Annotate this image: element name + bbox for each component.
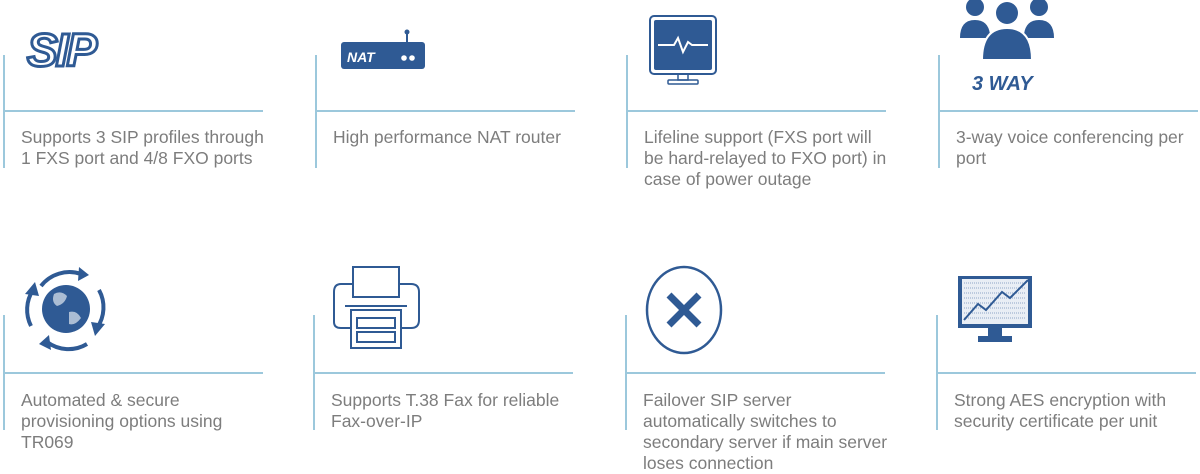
divider-horizontal (313, 372, 573, 374)
svg-text:3 WAY: 3 WAY (972, 73, 1034, 95)
divider-horizontal (938, 110, 1198, 112)
encryption-monitor-icon (958, 276, 1032, 342)
divider-horizontal (626, 110, 886, 112)
divider-horizontal (936, 372, 1196, 374)
feature-sip-profiles: SIP Supports 3 SIP profiles through 1 FX… (3, 0, 265, 230)
feature-description: Automated & secure provisioning options … (21, 390, 223, 452)
divider-horizontal (315, 110, 575, 112)
divider-horizontal (625, 372, 885, 374)
feature-t38-fax: Supports T.38 Fax for reliable Fax-over-… (313, 0, 575, 431)
svg-text:SIP: SIP (27, 24, 97, 72)
feature-lifeline: Lifeline support (FXS port will be hard-… (626, 0, 888, 230)
feature-description: 3-way voice conferencing per port (956, 127, 1184, 168)
divider-horizontal (3, 372, 263, 374)
fax-printer-icon (333, 266, 420, 349)
nat-router-icon: NAT (341, 29, 425, 69)
feature-aes-encryption: Strong AES encryption with security cert… (936, 0, 1198, 431)
feature-failover-sip: Failover SIP server automatically switch… (625, 0, 887, 473)
feature-description: Failover SIP server automatically switch… (643, 390, 888, 473)
failover-x-icon (645, 265, 723, 355)
feature-3way-conference: 3 WAY 3-way voice conferencing per port (938, 0, 1200, 230)
feature-nat-router: NAT High performance NAT router (315, 0, 577, 230)
globe-sync-icon (25, 267, 106, 352)
sip-logo-icon: SIP (26, 24, 101, 72)
monitor-heartbeat-icon (649, 15, 717, 85)
divider-horizontal (3, 110, 263, 112)
three-people-icon: 3 WAY (960, 0, 1054, 95)
feature-description: Supports 3 SIP profiles through 1 FXS po… (21, 127, 264, 168)
feature-description: High performance NAT router (333, 127, 561, 147)
feature-description: Supports T.38 Fax for reliable Fax-over-… (331, 390, 560, 431)
feature-description: Lifeline support (FXS port will be hard-… (644, 127, 887, 189)
svg-text:NAT: NAT (347, 49, 376, 65)
feature-description: Strong AES encryption with security cert… (954, 390, 1167, 431)
feature-tr069-provisioning: Automated & secure provisioning options … (3, 0, 265, 452)
